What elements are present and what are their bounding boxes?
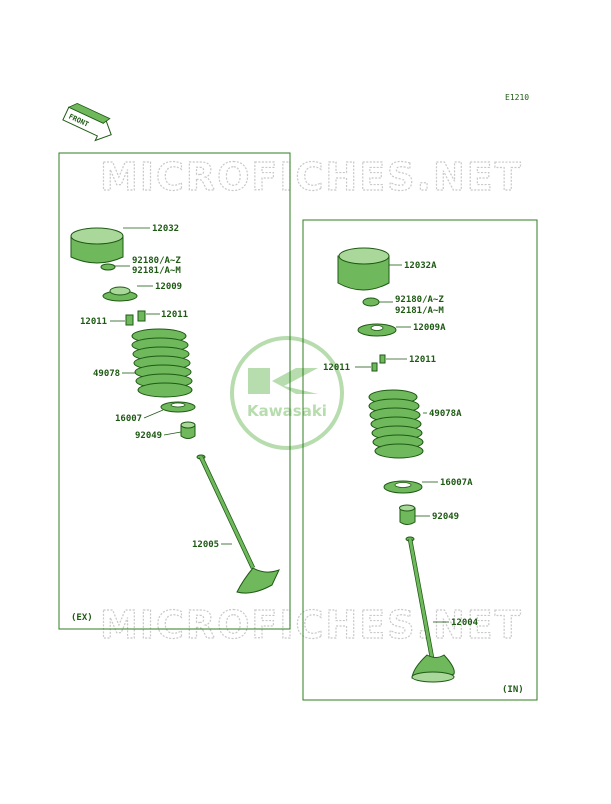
label-49078a: 49078A — [429, 409, 462, 419]
tappet-ex — [70, 227, 150, 264]
label-16007: 16007 — [115, 414, 142, 424]
label-12011-in-left: 12011 — [323, 363, 350, 373]
spring-seat-ex — [143, 401, 196, 419]
diagram-code: E1210 — [505, 93, 529, 102]
intake-group-label: (IN) — [502, 685, 524, 695]
front-arrow-icon: FRONT — [62, 102, 112, 142]
retainer-ex — [102, 285, 153, 302]
keeper-ex-right — [137, 310, 146, 322]
seal-ex — [163, 421, 196, 439]
watermark-top: MICROFICHES.NET — [100, 155, 523, 199]
kawasaki-logo-watermark: Kawasaki — [230, 336, 344, 450]
label-12011-ex-right: 12011 — [161, 310, 188, 320]
valve-in — [405, 536, 455, 683]
tappet-in — [337, 247, 402, 291]
keeper-in-left — [371, 362, 378, 372]
label-92049-in: 92049 — [432, 512, 459, 522]
retainer-in — [357, 323, 411, 337]
label-92181-in: 92181/A~M — [395, 306, 444, 316]
label-12011-ex-left: 12011 — [80, 317, 107, 327]
intake-box — [302, 219, 538, 701]
logo-text: Kawasaki — [247, 402, 327, 420]
watermark-bottom: MICROFICHES.NET — [100, 603, 523, 647]
spring-seat-in — [383, 480, 438, 494]
spring-ex — [122, 328, 193, 398]
label-12004: 12004 — [451, 618, 479, 628]
keeper-in-right — [379, 354, 386, 364]
label-12005: 12005 — [192, 540, 219, 550]
label-92180-ex: 92180/A~Z — [132, 256, 181, 266]
shim-ex — [100, 263, 116, 271]
spring-in — [368, 389, 427, 459]
label-12009: 12009 — [155, 282, 182, 292]
label-16007a: 16007A — [440, 478, 473, 488]
keeper-ex-left — [125, 314, 134, 326]
label-12032: 12032 — [152, 224, 179, 234]
exhaust-group-label: (EX) — [71, 613, 93, 623]
label-12009a: 12009A — [413, 323, 446, 333]
label-12032a: 12032A — [404, 261, 437, 271]
label-12011-in-right: 12011 — [409, 355, 436, 365]
valve-ex — [196, 454, 280, 594]
label-92180-in: 92180/A~Z — [395, 295, 444, 305]
shim-in — [362, 297, 380, 307]
exhaust-box — [58, 152, 291, 630]
label-49078: 49078 — [93, 369, 120, 379]
seal-in — [399, 504, 430, 525]
label-92049-ex: 92049 — [135, 431, 162, 441]
label-92181-ex: 92181/A~M — [132, 266, 181, 276]
